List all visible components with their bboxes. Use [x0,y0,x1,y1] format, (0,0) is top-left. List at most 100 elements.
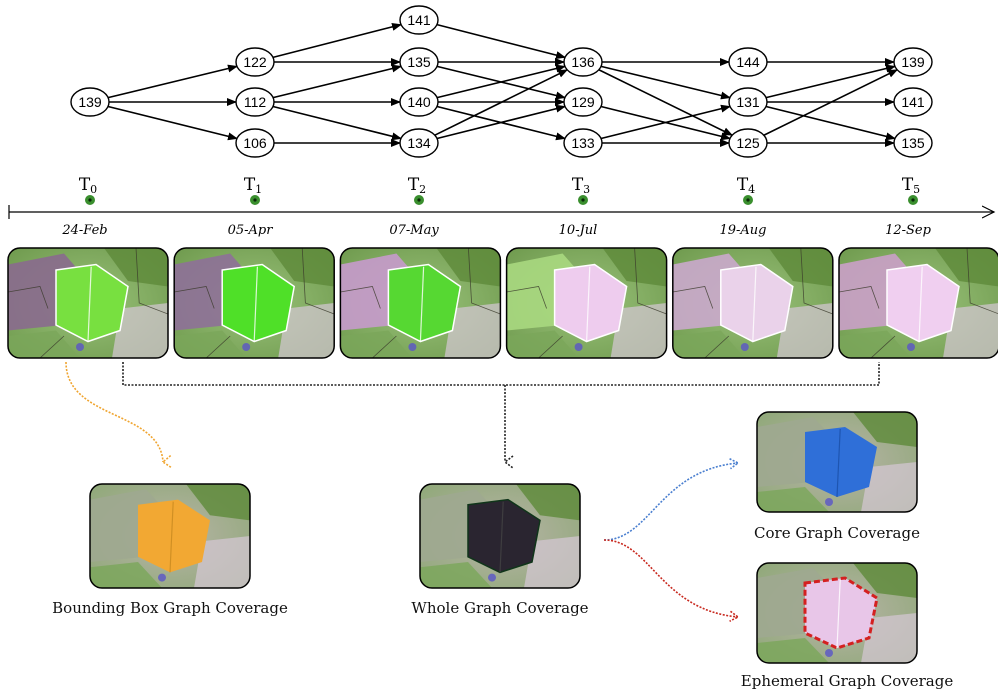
graph-node: 129 [563,87,603,117]
graph-edge [600,65,731,100]
thumbnail-frame [339,247,502,359]
graph-edge [600,104,731,140]
graph-edge [107,64,238,99]
node-label: 133 [571,135,595,151]
graph-node: 133 [563,128,603,158]
graph-edges [107,22,899,147]
node-label: 139 [78,94,102,110]
field-polygon [720,263,794,343]
node-ellipse [399,5,439,35]
timestep-thumbnail [174,248,335,358]
timestep-thumbnail [672,248,833,358]
core-thumbnail [757,412,917,512]
time-label: T3 [572,175,590,196]
thumbnail-frame [672,247,834,359]
time-marker-dot [417,198,421,202]
date-label: 19-Aug [719,223,766,238]
field-polygon [55,263,129,343]
time-marker-dot [746,198,750,202]
graph-edge [765,105,896,141]
graph-edge [434,69,569,136]
whole-thumbnail [420,484,580,588]
node-ellipse [399,87,439,117]
node-label: 134 [407,135,431,151]
graph-node: 141 [893,87,933,117]
graph-node: 131 [728,87,768,117]
timeline-step: T1 05-Apr [228,175,274,238]
time-label: T2 [408,175,426,196]
node-ellipse [728,128,768,158]
graph-node: 122 [235,47,275,77]
date-label: 12-Sep [885,223,932,238]
time-label: T4 [737,175,755,196]
node-label: 141 [901,94,925,110]
thumbnail-frame [173,247,335,359]
ephemeral-thumbnail [757,563,917,663]
field-polygon [803,576,879,650]
graph-node: 135 [893,128,933,158]
node-label: 136 [571,54,595,70]
node-ellipse [399,128,439,158]
time-label: T5 [902,175,920,196]
node-ellipse [563,47,603,77]
graph-edge [765,64,896,99]
graph-edge [436,23,567,60]
graph-edge [272,105,402,141]
node-ellipse [728,47,768,77]
node-ellipse [563,87,603,117]
node-label: 122 [243,54,267,70]
thumbnail-frame [505,247,668,359]
field-polygon [886,263,960,343]
timeline-step: T4 19-Aug [719,175,766,238]
node-label: 106 [243,135,267,151]
graph-edge [272,64,402,99]
node-label: 129 [571,94,595,110]
date-label: 05-Apr [228,223,274,238]
node-label: 125 [736,135,760,151]
node-ellipse [893,47,933,77]
graph-edge [272,22,403,59]
graph-edge [436,64,566,99]
date-label: 07-May [389,223,439,238]
graph-node: 139 [893,47,933,77]
timestep-thumbnail [839,248,998,358]
orange-dotted-arrow [65,361,172,469]
thumbnail-frame [419,483,581,589]
thumbnail-frame [756,411,918,513]
time-marker-dot [911,198,915,202]
node-label: 135 [901,135,925,151]
caption-bounding-box: Bounding Box Graph Coverage [52,599,288,617]
red-dotted-arrow [603,539,740,622]
blue-dotted-arrow [603,458,740,541]
graph-nodes: 1391221121061411351401341361291331441311… [70,5,933,158]
time-label: T0 [79,175,97,196]
black-dotted-bracket [122,362,880,386]
node-ellipse [728,87,768,117]
node-ellipse [563,128,603,158]
coverage-thumbnails [89,411,918,664]
timestep-thumbnail [340,248,501,358]
graph-edge [763,69,899,136]
graph-node: 136 [563,47,603,77]
field-polygon [221,263,296,343]
graph-node: 112 [235,87,275,117]
time-marker-dot [88,198,92,202]
graph-edge [598,69,734,136]
satellite-thumbnails [7,247,998,359]
bounding-box-thumbnail [90,484,250,588]
time-marker-dot [581,198,585,202]
node-ellipse [893,128,933,158]
field-polygon [387,263,462,343]
graph-node: 139 [70,87,110,117]
node-ellipse [235,47,275,77]
node-label: 140 [407,94,431,110]
thumbnail-frame [756,562,918,664]
time-label: T1 [244,175,262,196]
node-label: 139 [901,54,925,70]
node-ellipse [70,87,110,117]
